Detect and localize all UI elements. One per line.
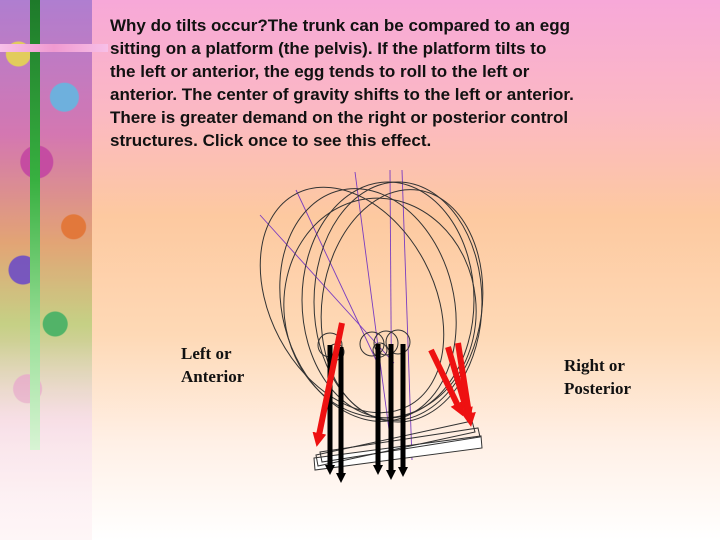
decorative-pink-line — [0, 44, 108, 52]
pelvis-platforms — [313, 420, 483, 471]
pelvis-platform-tilted — [315, 420, 476, 467]
cog-marker-4 — [373, 330, 399, 356]
decorative-side-art — [0, 0, 92, 540]
guide-line-5 — [401, 169, 413, 461]
egg-outline-4 — [313, 181, 483, 423]
intro-line-6: structures. Click once to see this effec… — [110, 131, 432, 150]
egg-outline-1 — [259, 186, 445, 414]
label-left-line-1: Left or — [181, 344, 232, 363]
label-left-anterior: Left or Anterior — [181, 342, 291, 388]
intro-text: Why do tilts occur?The trunk can be comp… — [110, 14, 710, 152]
intro-line-1: Why do tilts occur?The trunk can be comp… — [110, 16, 570, 35]
pelvis-platform-level — [313, 435, 483, 471]
demand-arrows — [312, 322, 476, 447]
egg-outline-5 — [320, 189, 484, 421]
guide-line-2 — [295, 189, 377, 361]
label-right-line-2: Posterior — [564, 379, 632, 398]
intro-line-2: sitting on a platform (the pelvis). If t… — [110, 39, 547, 58]
decorative-green-bar — [30, 0, 40, 450]
label-left-line-2: Anterior — [181, 367, 245, 386]
intro-line-4: anterior. The center of gravity shifts t… — [110, 85, 574, 104]
pelvis-platform-original — [319, 427, 481, 463]
gravity-arrows — [325, 344, 408, 483]
label-right-posterior: Right or Posterior — [564, 354, 684, 400]
cog-marker-5 — [385, 329, 411, 355]
guide-line-1 — [259, 214, 395, 364]
demand-arrow-right-3 — [455, 342, 476, 427]
egg-outline-2 — [279, 188, 457, 422]
label-right-line-1: Right or — [564, 356, 625, 375]
demand-arrow-right-1 — [428, 348, 464, 417]
intro-line-5: There is greater demand on the right or … — [110, 108, 569, 127]
intro-line-3: the left or anterior, the egg tends to r… — [110, 62, 530, 81]
demand-arrow-left — [312, 322, 345, 447]
